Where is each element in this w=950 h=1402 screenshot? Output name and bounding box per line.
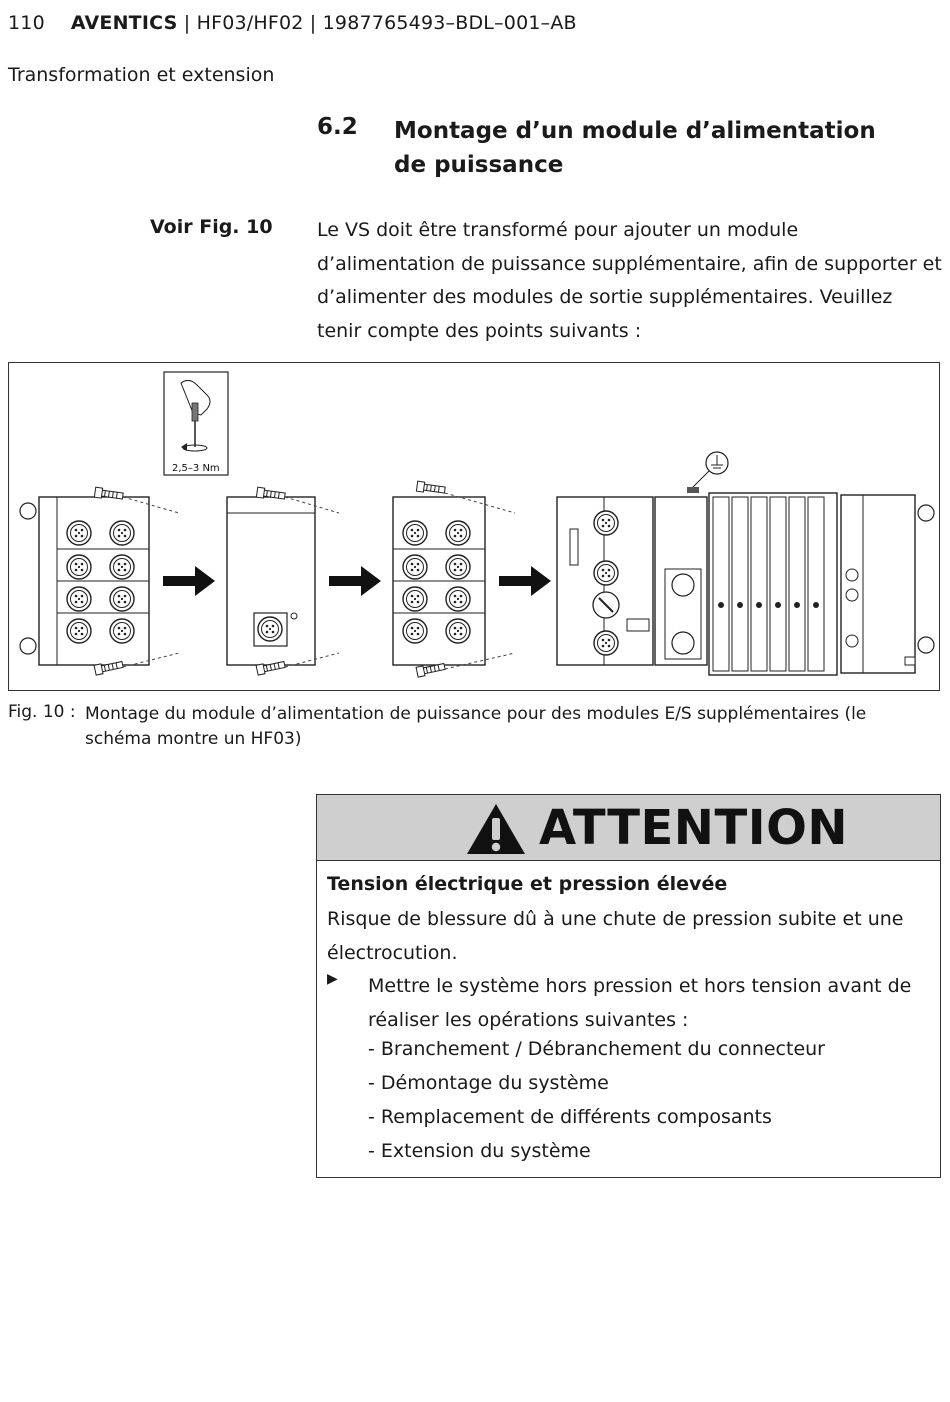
warning-text: Risque de blessure dû à une chute de pre… bbox=[327, 908, 904, 964]
brand-name: AVENTICS bbox=[70, 12, 178, 34]
torque-label: 2,5–3 Nm bbox=[172, 463, 220, 474]
warning-instruction: Mettre le système hors pression et hors … bbox=[368, 975, 912, 1031]
io-module-right bbox=[392, 480, 516, 678]
section-title: Transformation et extension bbox=[8, 64, 275, 86]
document-reference: | HF03/HF02 | 1987765493–BDL–001–AB bbox=[177, 12, 577, 34]
io-module-left bbox=[19, 486, 180, 676]
page-number: 110 bbox=[8, 12, 45, 34]
power-module-plate bbox=[226, 486, 340, 676]
assembly-diagram: 2,5–3 Nm bbox=[19, 371, 935, 678]
warning-title: Tension électrique et pression élevée bbox=[327, 873, 728, 895]
assembled-valve-system bbox=[556, 451, 935, 676]
warning-sub-item: - Remplacement de différents composants bbox=[368, 1106, 772, 1128]
heading-number: 6.2 bbox=[317, 114, 358, 140]
page-header: 110 AVENTICS | HF03/HF02 | 1987765493–BDL… bbox=[8, 12, 577, 34]
figure-10: 2,5–3 Nm bbox=[8, 362, 940, 691]
figure-caption: Montage du module d’alimentation de puis… bbox=[85, 704, 867, 749]
figure-reference-note: Voir Fig. 10 bbox=[150, 216, 273, 238]
torque-detail: 2,5–3 Nm bbox=[163, 371, 229, 476]
warning-header: ATTENTION bbox=[317, 795, 940, 861]
figure-caption-label: Fig. 10 : bbox=[8, 702, 76, 722]
warning-sub-item: - Branchement / Débranchement du connect… bbox=[368, 1038, 825, 1060]
intro-paragraph: Le VS doit être transformé pour ajouter … bbox=[317, 219, 942, 342]
warning-sub-item: - Extension du système bbox=[368, 1140, 591, 1162]
warning-triangle-icon bbox=[467, 804, 525, 854]
heading-title: Montage d’un module d’alimentation de pu… bbox=[394, 118, 876, 178]
warning-box: ATTENTION Tension électrique et pression… bbox=[316, 794, 941, 1178]
warning-signal-word: ATTENTION bbox=[539, 800, 849, 856]
warning-sub-item: - Démontage du système bbox=[368, 1072, 609, 1094]
bullet-arrow-icon: ▶ bbox=[327, 971, 338, 987]
